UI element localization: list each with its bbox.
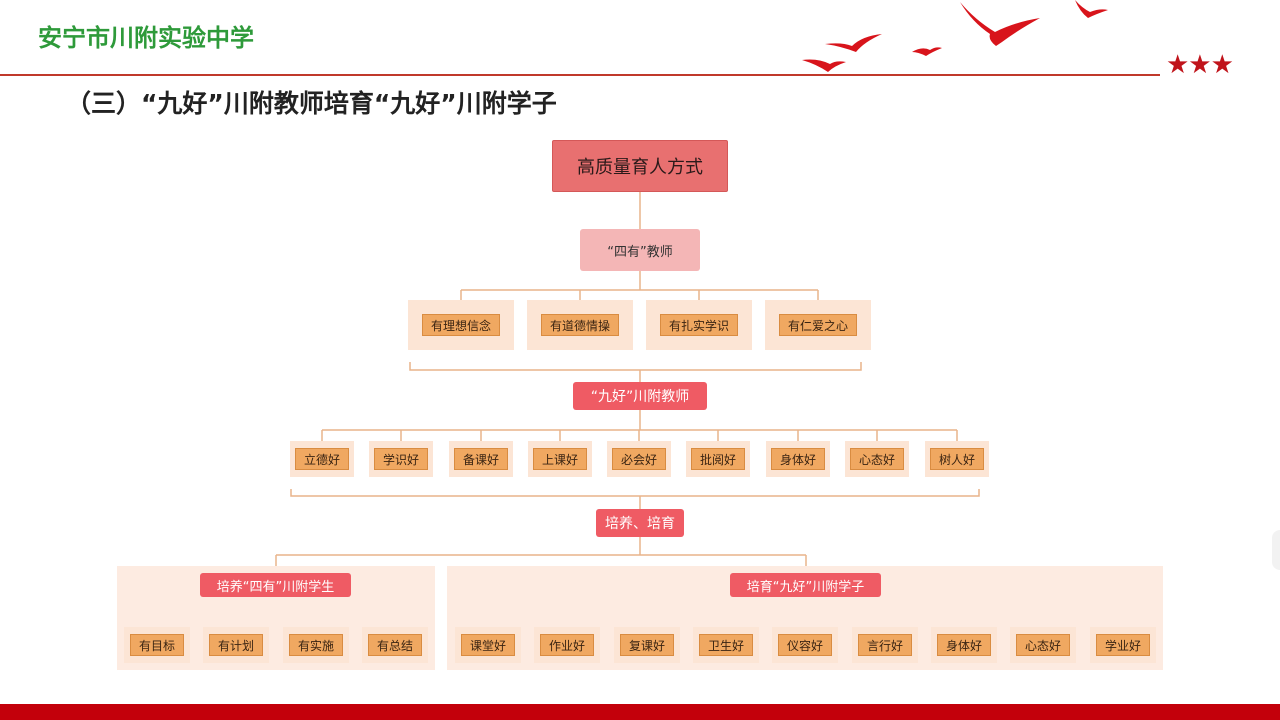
student-nine-item-label: 仪容好 bbox=[777, 634, 832, 656]
four-have-item: 有道德情操 bbox=[527, 300, 633, 350]
school-name: 安宁市川附实验中学 bbox=[38, 24, 254, 52]
root-node: 高质量育人方式 bbox=[552, 140, 728, 192]
teacher-item-label: 备课好 bbox=[453, 448, 508, 470]
four-have-item: 有扎实学识 bbox=[646, 300, 752, 350]
page-subtitle: （三）“九好”川附教师培育“九好”川附学子 bbox=[66, 89, 557, 118]
student-nine-item: 仪容好 bbox=[772, 627, 838, 663]
teacher-item: 学识好 bbox=[369, 441, 433, 477]
teacher-item-label: 身体好 bbox=[770, 448, 825, 470]
student-nine-item: 作业好 bbox=[534, 627, 600, 663]
student-nine-item: 复课好 bbox=[614, 627, 680, 663]
teacher-item: 上课好 bbox=[528, 441, 592, 477]
teacher-item: 批阅好 bbox=[686, 441, 750, 477]
student-four-item-label: 有实施 bbox=[288, 634, 343, 656]
teacher-item: 心态好 bbox=[845, 441, 909, 477]
cultivate-node: 培养、培育 bbox=[596, 509, 684, 537]
student-four-item: 有计划 bbox=[203, 627, 269, 663]
four-have-item-label: 有扎实学识 bbox=[659, 314, 738, 336]
student-nine-item-label: 心态好 bbox=[1015, 634, 1070, 656]
four-have-item-label: 有仁爱之心 bbox=[778, 314, 857, 336]
student-four-item: 有目标 bbox=[124, 627, 190, 663]
student-nine-item: 课堂好 bbox=[455, 627, 521, 663]
student-nine-item: 身体好 bbox=[931, 627, 997, 663]
nine-good-teacher-node: “九好”川附教师 bbox=[573, 382, 707, 410]
footer-bar bbox=[0, 704, 1280, 720]
teacher-item-label: 树人好 bbox=[929, 448, 984, 470]
student-nine-item-label: 作业好 bbox=[539, 634, 594, 656]
four-have-item: 有理想信念 bbox=[408, 300, 514, 350]
teacher-item-label: 必会好 bbox=[611, 448, 666, 470]
teacher-item: 必会好 bbox=[607, 441, 671, 477]
student-nine-item: 言行好 bbox=[852, 627, 918, 663]
student-four-title: 培养“四有”川附学生 bbox=[200, 573, 351, 597]
student-nine-item-label: 言行好 bbox=[857, 634, 912, 656]
teacher-item-label: 心态好 bbox=[849, 448, 904, 470]
stars-decoration: ★★★ bbox=[1166, 50, 1234, 80]
teacher-item: 备课好 bbox=[449, 441, 513, 477]
four-have-item: 有仁爱之心 bbox=[765, 300, 871, 350]
student-four-item: 有实施 bbox=[283, 627, 349, 663]
student-nine-item-label: 身体好 bbox=[936, 634, 991, 656]
header-divider bbox=[0, 74, 1160, 76]
teacher-item: 树人好 bbox=[925, 441, 989, 477]
four-have-item-label: 有道德情操 bbox=[540, 314, 619, 336]
slide-edge-handle bbox=[1272, 530, 1280, 570]
student-four-item: 有总结 bbox=[362, 627, 428, 663]
teacher-item-label: 上课好 bbox=[532, 448, 587, 470]
teacher-item: 立德好 bbox=[290, 441, 354, 477]
student-nine-item-label: 复课好 bbox=[619, 634, 674, 656]
teacher-item-label: 批阅好 bbox=[690, 448, 745, 470]
teacher-item: 身体好 bbox=[766, 441, 830, 477]
student-nine-title: 培育“九好”川附学子 bbox=[730, 573, 881, 597]
student-nine-item: 学业好 bbox=[1090, 627, 1156, 663]
student-nine-item-label: 卫生好 bbox=[698, 634, 753, 656]
student-nine-item: 心态好 bbox=[1010, 627, 1076, 663]
student-nine-item-label: 学业好 bbox=[1095, 634, 1150, 656]
student-four-item-label: 有总结 bbox=[367, 634, 422, 656]
four-have-item-label: 有理想信念 bbox=[421, 314, 500, 336]
student-nine-item: 卫生好 bbox=[693, 627, 759, 663]
student-four-item-label: 有计划 bbox=[208, 634, 263, 656]
student-nine-item-label: 课堂好 bbox=[460, 634, 515, 656]
teacher-item-label: 学识好 bbox=[373, 448, 428, 470]
four-have-teacher-node: “四有”教师 bbox=[580, 229, 700, 271]
teacher-item-label: 立德好 bbox=[294, 448, 349, 470]
student-four-item-label: 有目标 bbox=[129, 634, 184, 656]
flying-birds-decoration bbox=[802, 0, 1108, 72]
